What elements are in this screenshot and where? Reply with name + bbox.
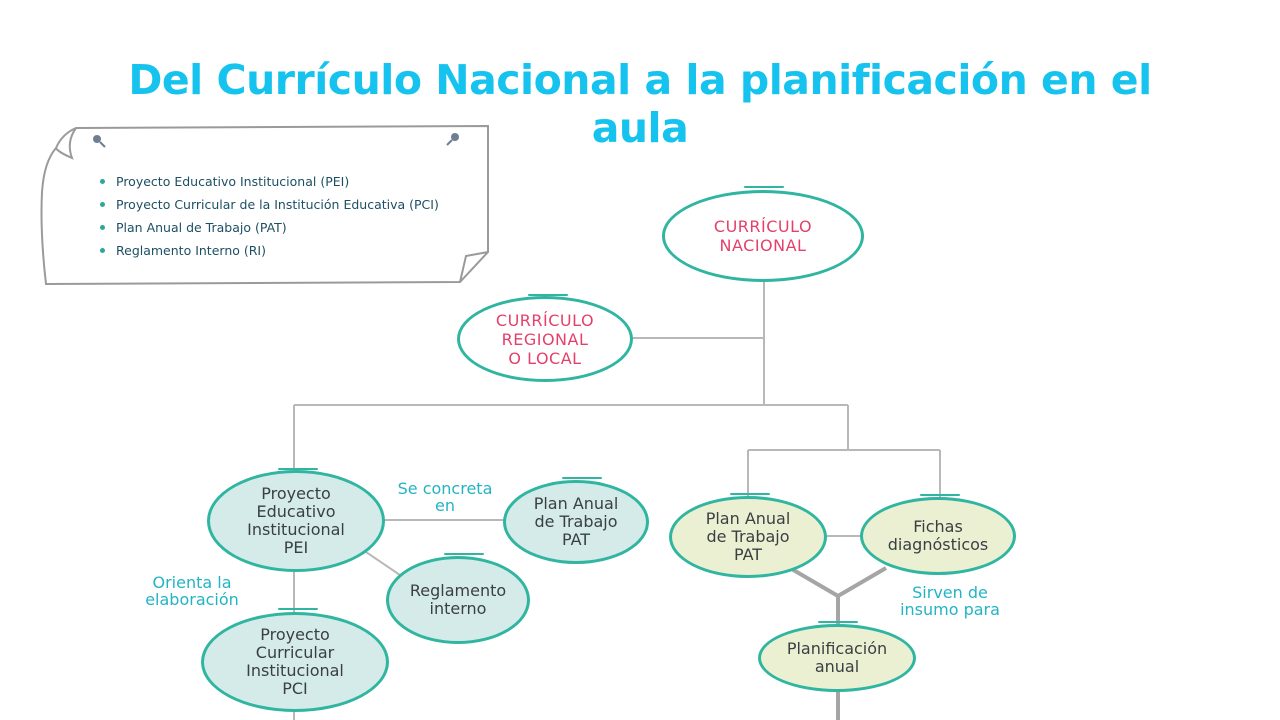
node-accent — [528, 294, 568, 296]
node-pat-right: Plan Anual de Trabajo PAT — [669, 496, 827, 578]
node-accent — [278, 608, 318, 610]
node-curriculo-regional: CURRÍCULO REGIONAL O LOCAL — [457, 296, 633, 382]
note-frame — [40, 124, 489, 286]
label-orienta: Orienta la elaboración — [145, 573, 239, 609]
list-item: Proyecto Curricular de la Institución Ed… — [100, 193, 439, 216]
node-accent — [920, 494, 960, 496]
node-accent — [744, 186, 784, 188]
node-reglamento: Reglamento interno — [386, 556, 530, 644]
node-accent — [818, 621, 858, 623]
label-sirven: Sirven de insumo para — [900, 583, 1000, 619]
node-pci: Proyecto Curricular Institucional PCI — [201, 612, 389, 712]
node-fichas: Fichas diagnósticos — [860, 497, 1016, 575]
page-title: Del Currículo Nacional a la planificació… — [128, 56, 1152, 152]
label-se-concreta: Se concreta en — [397, 479, 493, 515]
pushpin-icon — [446, 133, 459, 146]
list-item: Reglamento Interno (RI) — [100, 239, 439, 262]
sticky-note: Proyecto Educativo Institucional (PEI) P… — [36, 122, 496, 288]
pushpin-icon — [93, 135, 106, 148]
node-pat-left: Plan Anual de Trabajo PAT — [503, 480, 649, 564]
node-accent — [562, 477, 602, 479]
node-accent — [278, 468, 318, 470]
node-accent — [444, 553, 484, 555]
node-accent — [730, 493, 770, 495]
node-pei: Proyecto Educativo Institucional PEI — [207, 470, 385, 572]
document-list: Proyecto Educativo Institucional (PEI) P… — [100, 170, 439, 262]
node-curriculo-nacional: CURRÍCULO NACIONAL — [662, 190, 864, 282]
list-item: Proyecto Educativo Institucional (PEI) — [100, 170, 439, 193]
list-item: Plan Anual de Trabajo (PAT) — [100, 216, 439, 239]
node-planificacion: Planificación anual — [758, 624, 916, 692]
